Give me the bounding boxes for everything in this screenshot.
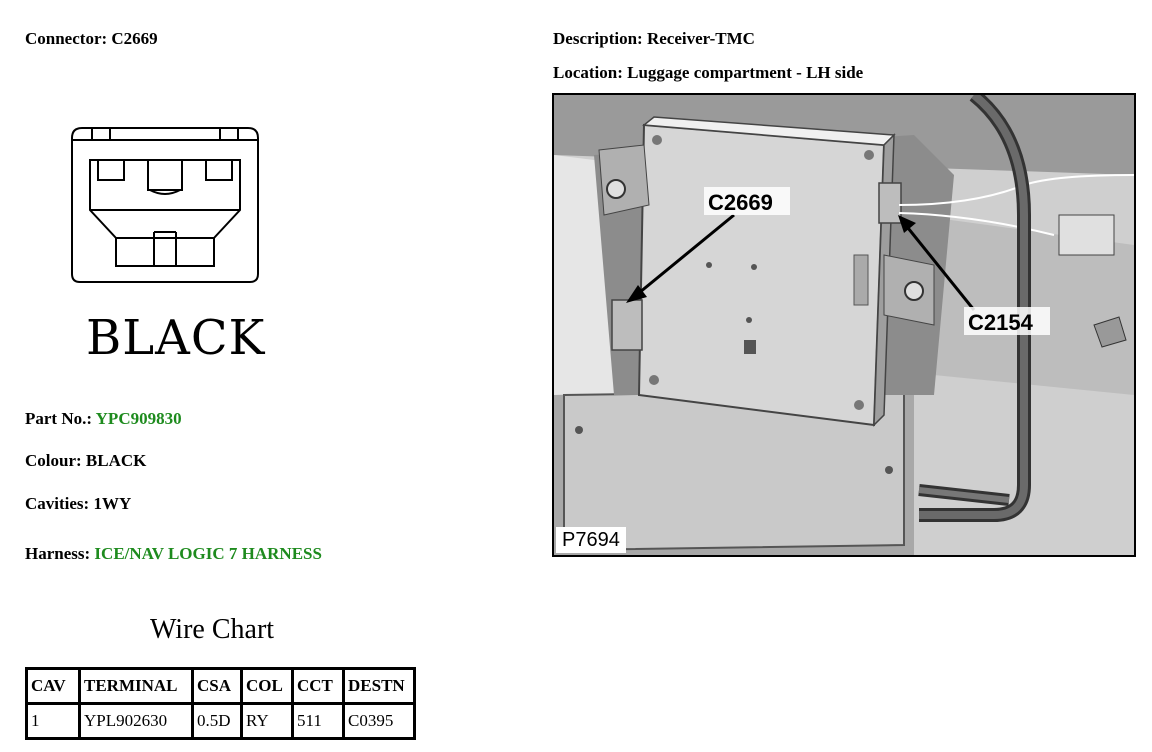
location-photo-illustration: C2669 C2154 [554,95,1134,555]
table-header-row: CAV TERMINAL CSA COL CCT DESTN [25,667,416,705]
cell-terminal: YPL902630 [78,702,194,740]
cell-cct: 511 [291,702,345,740]
photo-reference: P7694 [556,527,626,553]
callout-c2669-arrow [626,213,735,303]
colour-label: Colour: BLACK [25,451,146,471]
column-header-terminal: TERMINAL [78,667,194,705]
location-key: Location: [553,63,623,82]
harness-key: Harness: [25,544,91,563]
column-header-destn: DESTN [342,667,416,705]
wire-chart-title: Wire Chart [150,614,275,645]
table-row: 1 YPL902630 0.5D RY 511 C0395 [25,702,416,740]
cavities-label: Cavities: 1WY [25,494,131,514]
description-label: Description: Receiver-TMC [553,29,755,49]
colour-key: Colour: [25,451,82,470]
location-value: Luggage compartment - LH side [627,63,864,82]
part-number-key: Part No.: [25,409,93,428]
description-key: Description: [553,29,643,48]
connector-key: Connector: [25,29,108,48]
callout-c2154-label: C2154 [968,310,1034,335]
callout-c2154-arrow [898,215,976,311]
connector-color-caption: BLACK [86,310,266,366]
connector-value: C2669 [111,29,158,48]
cell-destn: C0395 [342,702,416,740]
cell-csa: 0.5D [191,702,243,740]
cavities-key: Cavities: [25,494,90,513]
colour-value: BLACK [85,451,147,470]
column-header-cav: CAV [25,667,81,705]
wire-chart-table: CAV TERMINAL CSA COL CCT DESTN 1 YPL9026… [25,667,416,740]
column-header-cct: CCT [291,667,345,705]
cell-cav: 1 [25,702,81,740]
harness-label: Harness: ICE/NAV LOGIC 7 HARNESS [25,544,322,564]
callout-c2669-label: C2669 [708,190,773,215]
part-number-link[interactable]: YPC909830 [95,409,182,428]
connector-face-diagram [71,127,259,283]
column-header-col: COL [240,667,294,705]
harness-link[interactable]: ICE/NAV LOGIC 7 HARNESS [94,544,322,563]
location-photo: C2669 C2154 P7694 [552,93,1136,557]
cavities-value: 1WY [93,494,132,513]
part-number-label: Part No.: YPC909830 [25,409,182,429]
description-value: Receiver-TMC [646,29,755,48]
connector-label: Connector: C2669 [25,29,158,49]
location-label: Location: Luggage compartment - LH side [553,63,863,83]
column-header-csa: CSA [191,667,243,705]
cell-col: RY [240,702,294,740]
